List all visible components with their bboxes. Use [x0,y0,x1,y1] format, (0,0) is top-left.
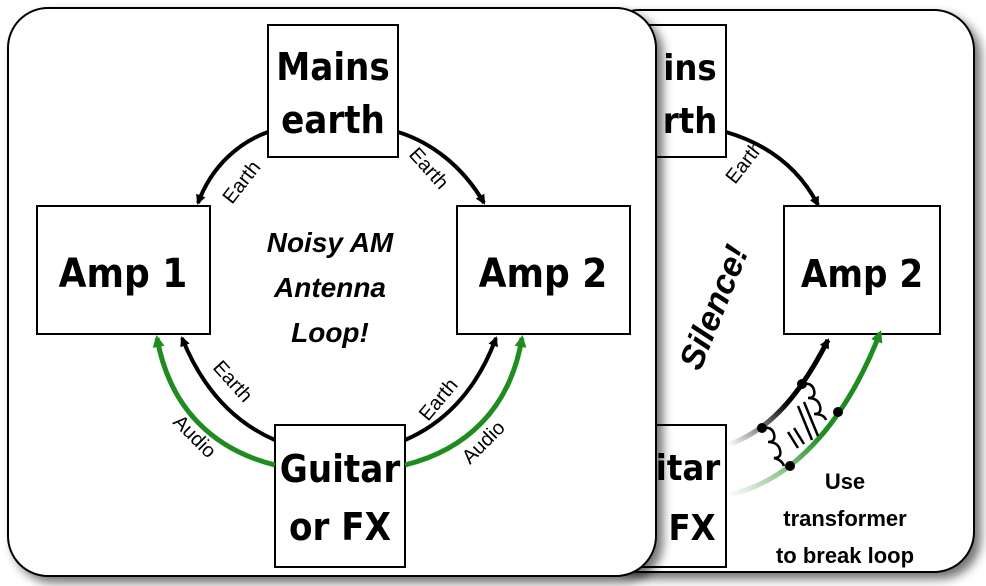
back-amp2-box: Amp 2 [783,205,941,335]
amp1-box: Amp 1 [36,205,211,335]
back-mains-line1: ins [663,48,716,89]
back-guitar-line2: FX [668,508,715,549]
center-line2: Antenna [273,272,386,303]
audio-arrow-guitar-amp1 [152,335,276,468]
center-line3: Loop! [291,317,369,348]
back-guitar-line1: itar [656,448,720,489]
guitar-line1: Guitar [280,447,401,491]
guitar-line2: or FX [289,505,391,549]
note-line3: to break loop [776,543,914,568]
front-panel: Mains earth Amp 1 Amp 2 Guitar or FX Noi… [7,7,657,577]
earth-arrow-mains-amp1 [196,130,269,205]
transformer-icon [757,379,843,471]
amp2-label: Amp 2 [479,251,608,297]
earth-arrow-guitar-amp2 [404,336,498,442]
back-amp2-label: Amp 2 [801,252,923,296]
center-line1: Noisy AM [267,227,394,258]
transformer-note: Use transformer to break loop [776,469,914,568]
note-line1: Use [825,469,865,494]
audio-arrow-guitar-amp2 [404,335,527,468]
guitar-fx-box: Guitar or FX [274,424,406,568]
earth-arrow-mains-amp2 [397,130,486,205]
amp2-box: Amp 2 [456,205,631,335]
mains-earth-box: Mains earth [267,24,399,158]
note-line2: transformer [783,506,907,531]
back-mains-line2: rth [663,101,718,142]
mains-earth-line1: Mains [276,45,390,89]
back-panel: ins rth Earth Amp 2 Silence! [599,9,975,573]
back-audio-faded-arrow [727,330,883,498]
center-caption: Noisy AM Antenna Loop! [267,227,394,348]
earth-arrow-guitar-amp1 [180,336,276,442]
amp1-label: Amp 1 [59,251,188,297]
back-earth-arrow [725,130,820,207]
back-earth-faded-arrow [727,338,831,448]
mains-earth-line2: earth [281,98,385,142]
